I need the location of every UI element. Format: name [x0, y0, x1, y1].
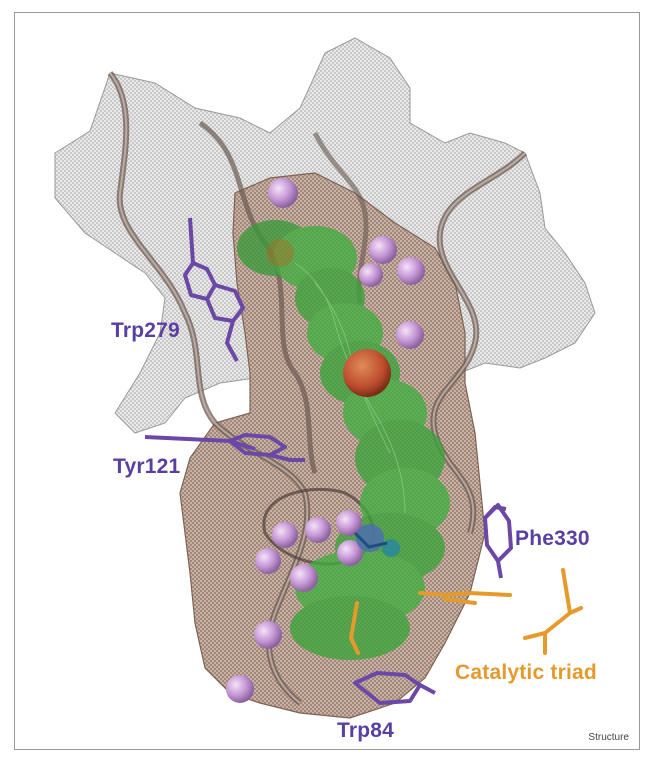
red-sphere: [343, 349, 391, 397]
catalytic-triad-label: Catalytic triad: [455, 661, 597, 685]
trp84-label: Trp84: [337, 719, 394, 743]
tyr121-label: Tyr121: [113, 455, 180, 479]
figure-frame: Trp279 Tyr121 Phe330 Catalytic triad Trp…: [14, 12, 640, 750]
journal-credit: Structure: [588, 732, 629, 743]
phe330-label: Phe330: [515, 527, 590, 551]
protein-surface-rendering: [15, 13, 639, 749]
trp279-label: Trp279: [111, 319, 180, 343]
phe330-side-chain: [485, 505, 511, 578]
